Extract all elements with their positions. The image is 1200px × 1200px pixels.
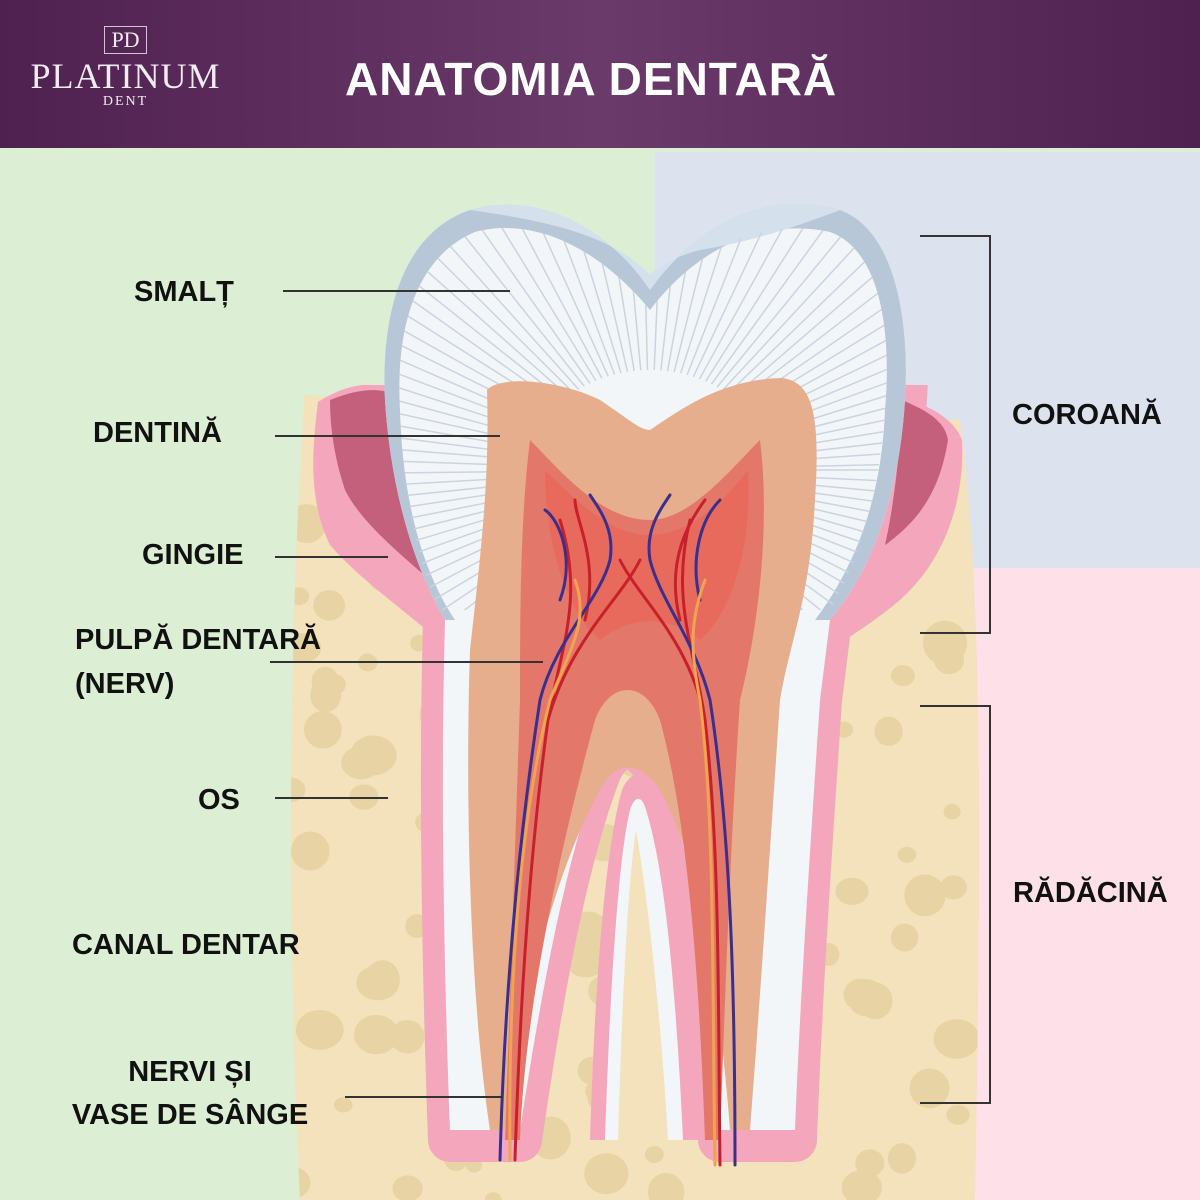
enamel-highlight [470,203,840,290]
nerve-left [508,578,582,1162]
label-enamel: SMALȚ [134,276,234,308]
bone-spot [584,1153,629,1195]
blood-vessels [498,493,737,1167]
label-canal: CANAL DENTAR [72,929,300,961]
gum-left-dark [330,390,430,580]
tubule-line [673,228,732,373]
tubule-line [469,228,597,382]
bone-spot [943,803,961,820]
bone-spot [841,1170,882,1200]
bone-spot [353,1014,399,1055]
bone-spot [290,777,306,803]
nerve-right [691,578,717,1167]
bone-spot [890,923,919,952]
tubule-line [698,228,816,380]
label-root: RĂDĂCINĂ [1013,877,1168,909]
bone-spot [835,877,869,905]
logo-crest: PD [104,26,147,54]
bone-spot [887,1143,917,1174]
bone-spot [909,1068,950,1109]
bone-spot [290,1167,311,1199]
tubule-line [679,228,753,374]
bone-spot [303,711,342,749]
tubule-line [509,228,609,377]
bone-spot [932,395,959,414]
bone-spot [290,587,310,606]
bone-spot [897,846,917,863]
bone-spot [644,1145,664,1164]
tubule-line [399,253,560,406]
enamel [384,203,906,620]
leader-lines [270,290,543,1098]
crown-bracket [920,235,991,634]
bone-spot [874,716,903,746]
label-gum: GINGIE [142,539,244,571]
bone-spot [311,666,339,697]
root-gap-bone [618,830,668,1140]
tubule-line [399,470,531,476]
bone-spot [290,633,322,663]
vein-right [647,493,737,1167]
logo-sub: DENT [102,94,149,109]
tubule-line [552,228,622,374]
tubule-line [737,243,887,403]
pulp-core [545,470,749,640]
header-banner: PD PLATINUM DENT ANATOMIA DENTARĂ [0,0,1200,148]
tubule-line [399,476,531,494]
tubule-line [399,455,531,467]
bone-spot [946,1104,970,1125]
label-nerves-2: VASE DE SÂNGE [71,1099,309,1131]
label-bone: OS [198,784,240,816]
tubule-line [686,228,775,376]
tubule-line [704,228,836,382]
bone-spot [855,1149,885,1177]
bone-spot [922,620,968,665]
label-pulp-2: (NERV) [75,668,175,700]
bone-spot [940,875,967,900]
label-dentin: DENTINĂ [93,417,222,449]
label-pulp-1: PULPĂ DENTARĂ [75,624,321,656]
bone-spot [933,1019,980,1059]
artery-left [513,498,642,1162]
tubule-line [710,228,856,385]
bone-spot [313,590,346,621]
tubule-line [732,230,887,399]
platinum-dent-logo: PD PLATINUM DENT [28,26,223,110]
bone-spot [290,831,330,871]
tubule-line [769,460,887,468]
tubule-line [399,240,565,402]
bone-spot [484,1192,502,1200]
bone-spot [847,979,886,1017]
label-crown: COROANĂ [1012,399,1162,431]
tubule-line [399,481,532,513]
bone-spot [341,746,382,780]
bone-spot [565,943,607,978]
tubule-line [399,418,532,456]
page-title: ANATOMIA DENTARĂ [345,53,838,105]
tubule-line [449,228,591,384]
tubule-line [489,228,603,379]
bone-spot [333,1097,353,1113]
tubule-line [399,437,531,461]
bone-spot [295,1010,344,1050]
vein-left [498,493,613,1162]
tubule-line [399,400,533,450]
bone-spot [890,665,915,687]
root-bracket [920,705,991,1104]
tubule-line [531,228,616,375]
bone-spot [365,960,400,999]
bone-spot [904,874,946,917]
bone-spot [390,1020,425,1054]
tubule-line [692,228,796,378]
bone-spot [392,1175,423,1200]
logo-brand: PLATINUM [30,56,221,96]
tubule-line [769,474,887,490]
label-nerves-1: NERVI ȘI [128,1056,252,1088]
bone-spot [647,1172,685,1200]
